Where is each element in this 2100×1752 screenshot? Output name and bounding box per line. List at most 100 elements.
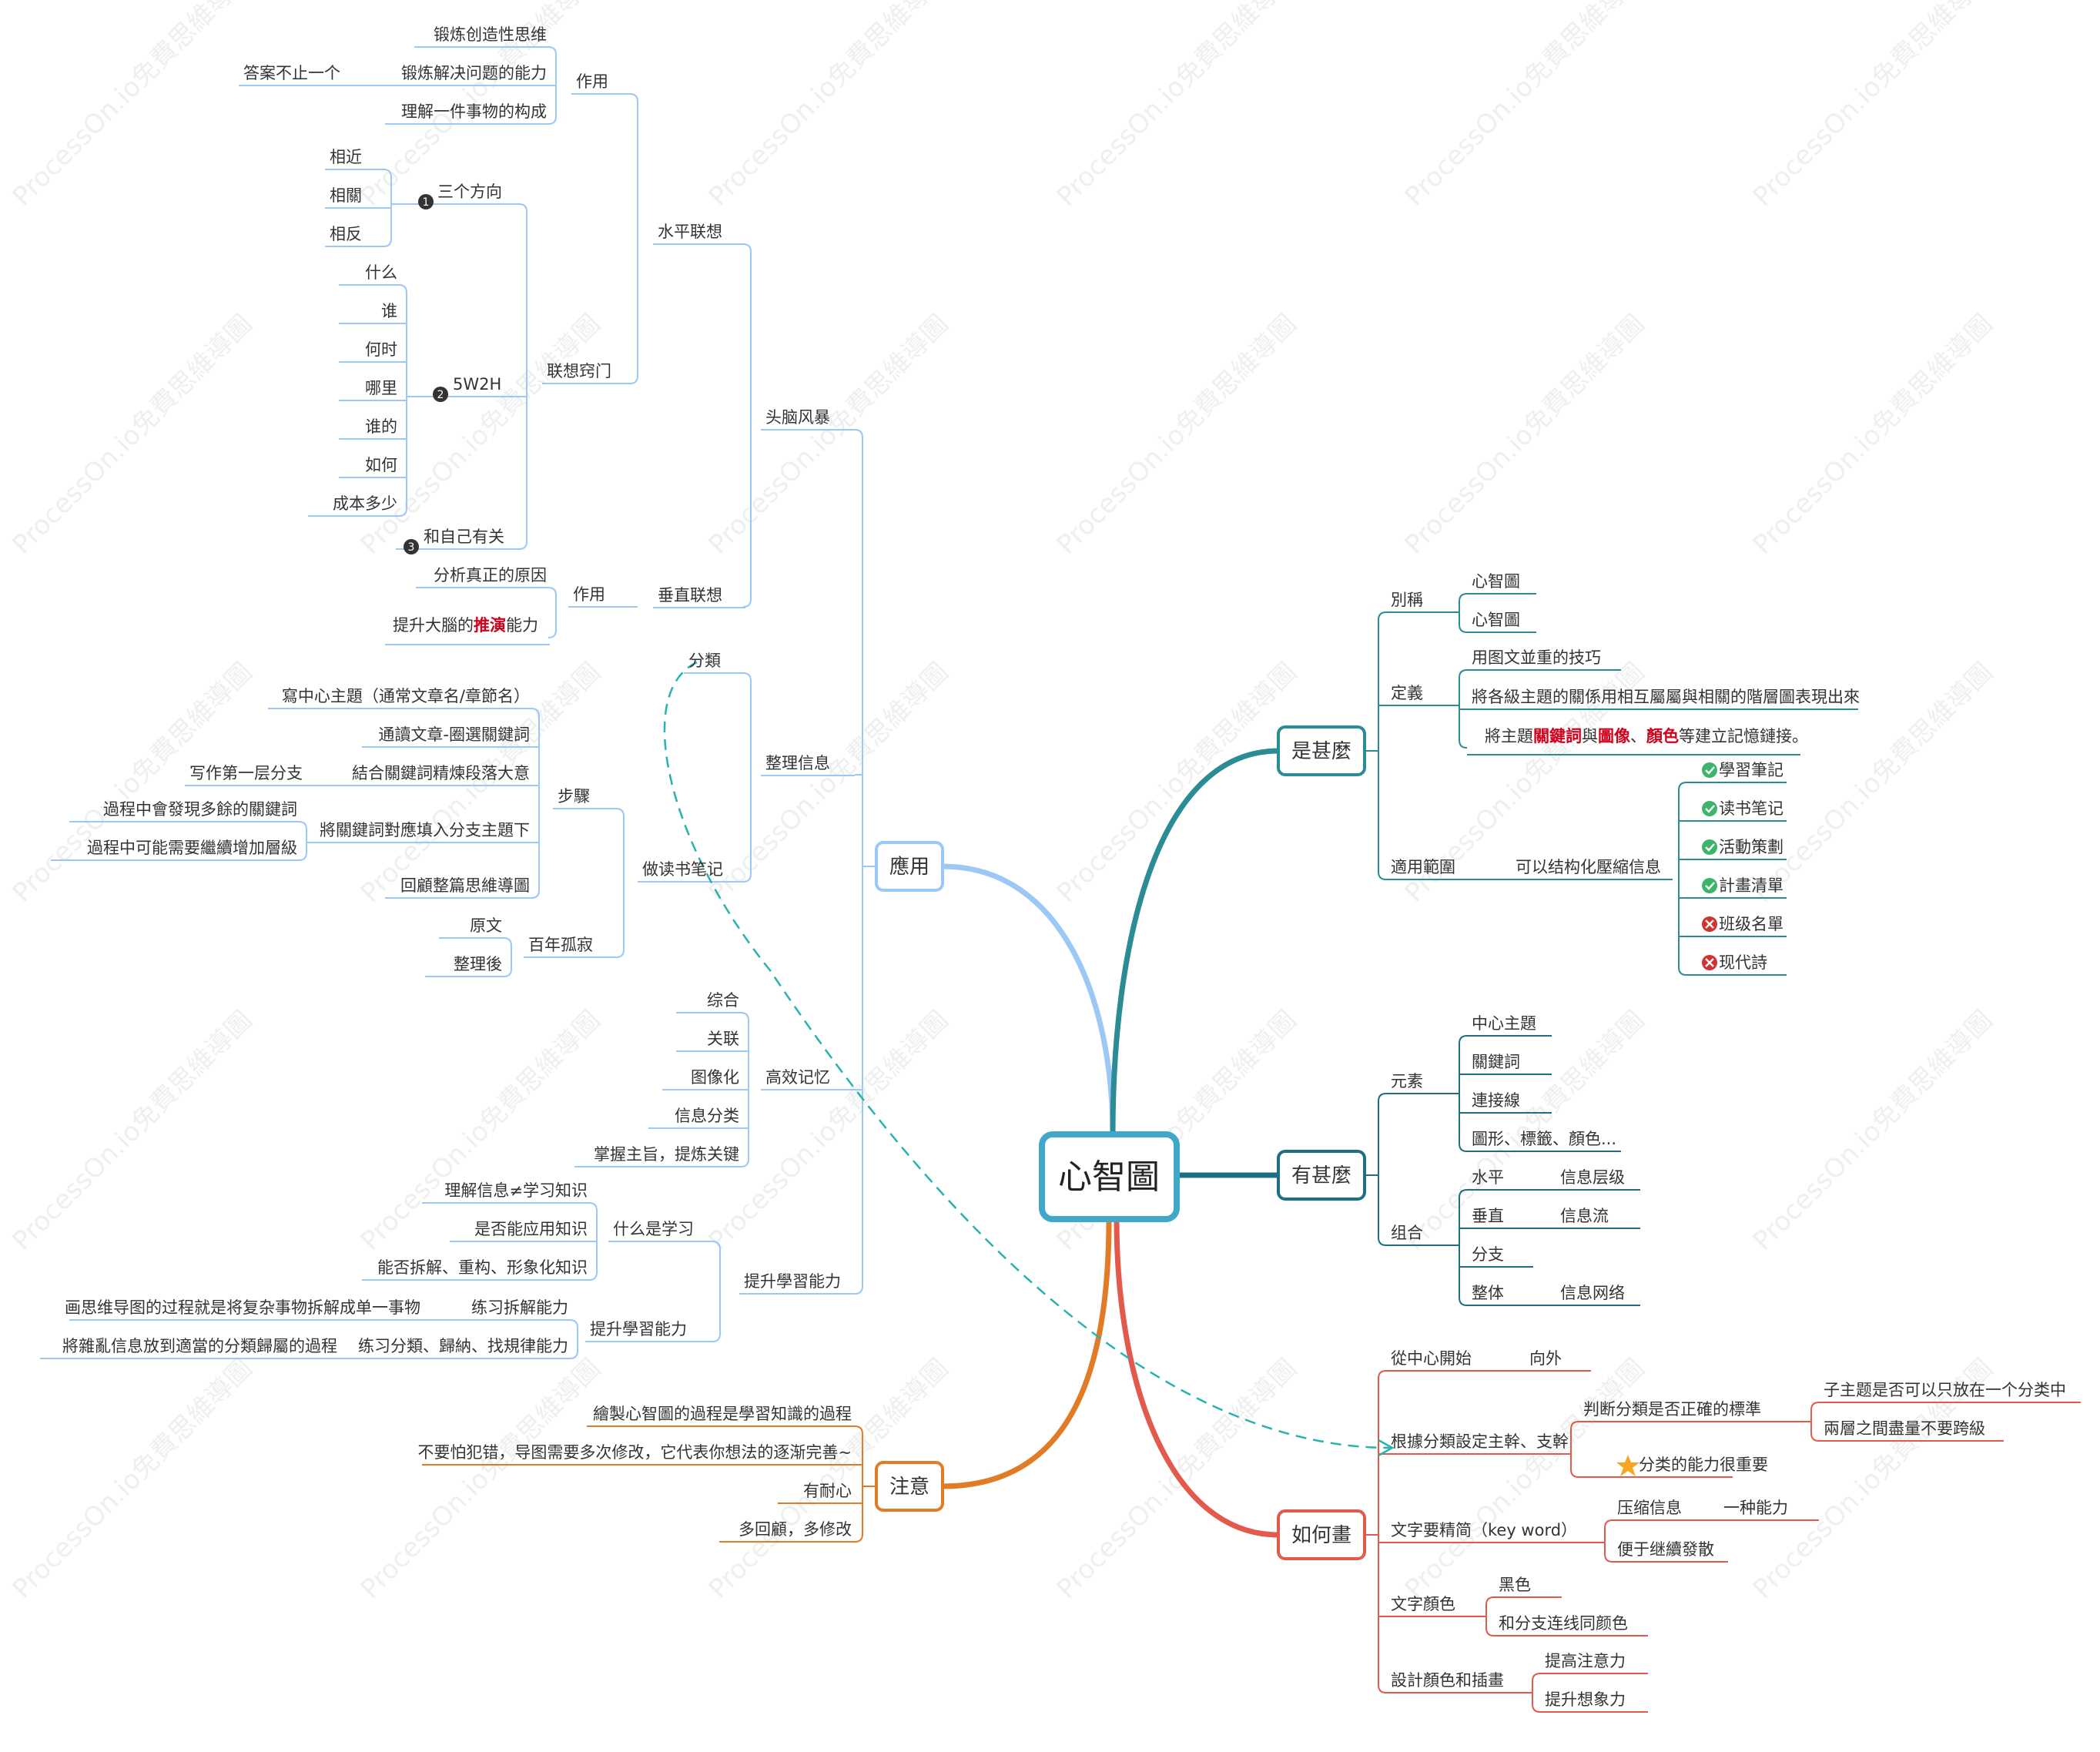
topic-vertical-association[interactable]: 垂直联想 <box>658 586 722 605</box>
step-refine-paragraph[interactable]: 結合關鍵詞精煉段落大意 <box>352 764 530 782</box>
topic-first-level[interactable]: 写作第一层分支 <box>189 764 303 782</box>
topic-definition-1[interactable]: 用图文並重的技巧 <box>1472 648 1601 667</box>
step-read-circle[interactable]: 通讀文章-圈選關鍵詞 <box>378 725 530 744</box>
topic-5w2h-item-6[interactable]: 如何 <box>365 456 397 474</box>
topic-efficient-memory[interactable]: 高效记忆 <box>765 1068 830 1087</box>
topic-combo-1[interactable]: 水平 <box>1472 1168 1504 1187</box>
learning-deconstruct[interactable]: 能否拆解、重构、形象化知识 <box>377 1258 588 1277</box>
topic-5w2h-item-3[interactable]: 何时 <box>365 340 397 359</box>
topic-design-colors[interactable]: 設計顏色和插畫 <box>1391 1671 1504 1690</box>
topic-original-text[interactable]: 原文 <box>470 916 502 935</box>
topic-no-cross-level[interactable]: 兩層之間盡量不要跨級 <box>1824 1419 1985 1438</box>
central-topic-box[interactable] <box>1039 1131 1180 1222</box>
topic-scope-item-4[interactable]: 計畫清單 <box>1719 876 1783 895</box>
topic-one-category[interactable]: 子主题是否可以只放在一个分类中 <box>1824 1381 2066 1399</box>
branch-application-box[interactable] <box>875 841 944 892</box>
topic-5w2h-item-2[interactable]: 谁 <box>381 302 397 320</box>
topic-what-is-learning[interactable]: 什么是学习 <box>613 1220 694 1238</box>
note-learning-process[interactable]: 繪製心智圖的過程是學習知識的過程 <box>593 1405 852 1423</box>
topic-problem-solving[interactable]: 锻炼解决问题的能力 <box>401 64 547 82</box>
topic-scope-item-2[interactable]: 读书笔记 <box>1719 799 1783 818</box>
step-write-central[interactable]: 寫中心主題（通常文章名/章節名） <box>282 687 530 705</box>
topic-combination[interactable]: 组合 <box>1391 1224 1423 1242</box>
memory-association[interactable]: 关联 <box>707 1030 739 1048</box>
topic-element-2[interactable]: 關鍵詞 <box>1472 1053 1520 1071</box>
topic-combo-3[interactable]: 分支 <box>1472 1245 1504 1264</box>
topic-judge-standard[interactable]: 判断分類是否正確的標準 <box>1583 1400 1761 1419</box>
learning-apply[interactable]: 是否能应用知识 <box>474 1220 588 1238</box>
topic-brain-ability[interactable]: 提升大腦的推演能力 <box>393 616 538 635</box>
branch-how-box[interactable] <box>1277 1509 1366 1560</box>
topic-scope-item-3[interactable]: 活動策劃 <box>1719 838 1783 856</box>
topic-multiple-answers[interactable]: 答案不止一个 <box>243 64 340 82</box>
topic-definition-2[interactable]: 將各級主題的關係用相互屬屬與相關的階層圖表現出來 <box>1472 688 1860 706</box>
topic-scope-item-1[interactable]: 學習筆記 <box>1719 761 1783 779</box>
topic-direction-3[interactable]: 相反 <box>330 225 362 243</box>
topic-imagination[interactable]: 提升想象力 <box>1545 1690 1626 1709</box>
topic-compress-info[interactable]: 可以结构化壓縮信息 <box>1516 858 1661 876</box>
topic-attention[interactable]: 提高注意力 <box>1545 1652 1626 1670</box>
topic-brainstorm[interactable]: 头脑风暴 <box>765 408 830 427</box>
topic-text-color[interactable]: 文字顏色 <box>1391 1595 1455 1613</box>
topic-horizontal-use[interactable]: 作用 <box>576 72 608 91</box>
topic-three-directions[interactable]: 三个方向 <box>437 183 502 201</box>
topic-scope-item-6[interactable]: 现代詩 <box>1719 953 1767 972</box>
topic-scope[interactable]: 適用範圍 <box>1391 858 1455 876</box>
topic-alias-1[interactable]: 心智圖 <box>1472 572 1520 591</box>
topic-horizontal-association[interactable]: 水平联想 <box>658 223 722 241</box>
learning-understand[interactable]: 理解信息≠学习知识 <box>444 1181 588 1200</box>
topic-creative-thinking[interactable]: 锻炼创造性思维 <box>434 25 547 44</box>
topic-alias[interactable]: 別稱 <box>1391 591 1423 609</box>
topic-element-1[interactable]: 中心主題 <box>1472 1014 1536 1033</box>
topic-5w2h-item-7[interactable]: 成本多少 <box>333 494 397 513</box>
topic-hundred-years[interactable]: 百年孤寂 <box>528 936 593 954</box>
topic-definition[interactable]: 定義 <box>1391 684 1423 702</box>
topic-combo-4[interactable]: 整体 <box>1472 1284 1504 1302</box>
topic-steps[interactable]: 步驟 <box>558 787 590 806</box>
topic-alias-2[interactable]: 心智圖 <box>1472 611 1520 629</box>
topic-5w2h-item-4[interactable]: 哪里 <box>365 379 397 397</box>
learning-practice-classify[interactable]: 练习分類、歸納、找規律能力 <box>358 1337 568 1355</box>
note-patience[interactable]: 有耐心 <box>803 1482 852 1500</box>
memory-classify[interactable]: 信息分类 <box>675 1107 739 1125</box>
learning-classify-note[interactable]: 將雜亂信息放到適當的分類歸屬的過程 <box>62 1337 337 1355</box>
step-fill-branches[interactable]: 將關鍵詞對應填入分支主題下 <box>320 821 530 839</box>
topic-start-center[interactable]: 從中心開始 <box>1391 1349 1472 1368</box>
branch-note-box[interactable] <box>875 1461 944 1512</box>
topic-set-trunks[interactable]: 根據分類設定主幹、支幹 <box>1391 1432 1569 1451</box>
note-review-often[interactable]: 多回顧，多修改 <box>739 1520 852 1539</box>
branch-what-box[interactable] <box>1277 725 1366 776</box>
topic-improve-learning-sub[interactable]: 提升學習能力 <box>590 1320 687 1338</box>
topic-reading-notes[interactable]: 做读书笔记 <box>642 860 723 879</box>
topic-compress[interactable]: 压缩信息 <box>1617 1499 1682 1517</box>
topic-combo-2[interactable]: 垂直 <box>1472 1207 1504 1225</box>
topic-5w2h-item-5[interactable]: 谁的 <box>365 417 397 436</box>
topic-5w2h-item-1[interactable]: 什么 <box>365 263 397 282</box>
topic-extra-keywords[interactable]: 過程中會發現多餘的關鍵詞 <box>103 800 297 819</box>
topic-direction-2[interactable]: 相關 <box>330 186 362 205</box>
step-review[interactable]: 回顧整篇思維導圖 <box>400 876 530 895</box>
topic-black[interactable]: 黑色 <box>1499 1576 1531 1594</box>
topic-add-levels[interactable]: 過程中可能需要繼續增加層級 <box>87 839 297 857</box>
topic-classification[interactable]: 分類 <box>688 652 721 670</box>
topic-5w2h[interactable]: 5W2H <box>453 375 501 394</box>
topic-ability[interactable]: 一种能力 <box>1723 1499 1788 1517</box>
topic-scope-item-5[interactable]: 班级名單 <box>1719 915 1783 933</box>
memory-comprehensive[interactable]: 综合 <box>707 991 739 1010</box>
learning-decompose-note[interactable]: 画思维导图的过程就是将复杂事物拆解成单一事物 <box>65 1298 420 1317</box>
topic-classify-important[interactable]: 分类的能力很重要 <box>1639 1456 1768 1474</box>
learning-practice-decompose[interactable]: 练习拆解能力 <box>471 1298 568 1317</box>
topic-understand-structure[interactable]: 理解一件事物的构成 <box>401 102 547 121</box>
topic-organize-info[interactable]: 整理信息 <box>765 754 830 772</box>
topic-elements[interactable]: 元素 <box>1391 1072 1423 1090</box>
topic-related-to-self[interactable]: 和自己有关 <box>424 528 504 546</box>
topic-combo-note-2[interactable]: 信息流 <box>1560 1207 1609 1225</box>
topic-outward[interactable]: 向外 <box>1529 1349 1562 1368</box>
topic-element-4[interactable]: 圖形、標籤、顏色... <box>1472 1130 1616 1148</box>
memory-key-points[interactable]: 掌握主旨，提炼关键 <box>594 1145 739 1164</box>
topic-element-3[interactable]: 連接線 <box>1472 1091 1520 1110</box>
topic-keywords[interactable]: 文字要精简（key word） <box>1391 1521 1577 1539</box>
topic-direction-1[interactable]: 相近 <box>330 148 362 166</box>
topic-improve-learning[interactable]: 提升學習能力 <box>744 1272 841 1291</box>
topic-vertical-use[interactable]: 作用 <box>573 585 605 604</box>
